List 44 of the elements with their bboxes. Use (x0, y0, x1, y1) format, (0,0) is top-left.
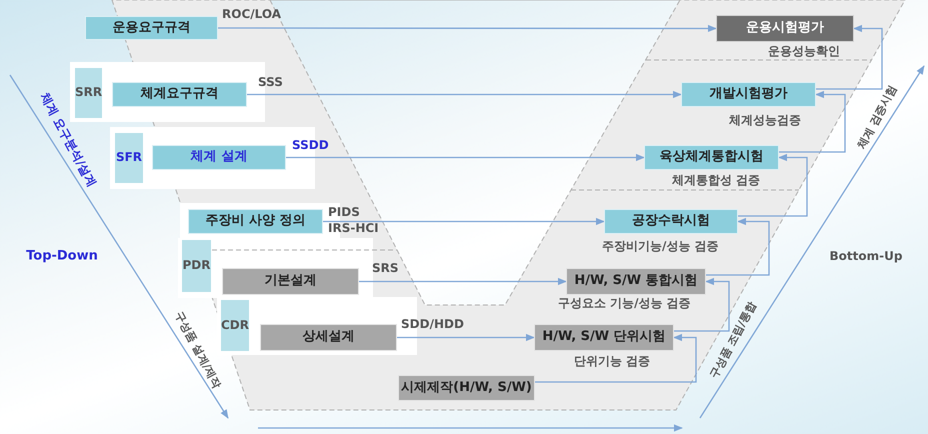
review-tab: CDR (221, 300, 249, 351)
process-box: H/W, S/W 통합시험 (566, 268, 706, 295)
arrow (738, 154, 808, 217)
arrow (397, 334, 535, 342)
phase-label: Top-Down (26, 248, 98, 264)
beside-label: PIDS (328, 206, 360, 219)
process-box: 운용요구규격 (85, 16, 218, 40)
process-box: 개발시험평가 (681, 82, 816, 107)
beside-label: SSS (258, 76, 283, 89)
arrow (323, 218, 605, 226)
beside-label: 단위기능 검증 (574, 355, 650, 368)
arrow (706, 218, 770, 276)
process-box: 상세설계 (260, 324, 397, 351)
beside-label: IRS-HCI (328, 222, 379, 235)
arrow (359, 278, 567, 286)
phase-label: Bottom-Up (830, 249, 902, 263)
beside-label: SRS (372, 262, 399, 275)
process-box: 기본설계 (222, 268, 359, 295)
process-box: 체계요구규격 (112, 82, 247, 107)
arrow (816, 24, 883, 90)
beside-label: SSDD (292, 139, 329, 152)
beside-label: ROC/LOA (222, 8, 282, 21)
arrow (779, 90, 846, 153)
arrow (247, 90, 682, 98)
process-box: 운용시험평가 (716, 15, 854, 42)
review-tab: SRR (75, 68, 102, 118)
arrow (535, 334, 697, 383)
process-box: 주장비 사양 정의 (188, 209, 323, 234)
review-tab: PDR (182, 240, 211, 292)
beside-label: 구성요소 기능/성능 검증 (558, 297, 691, 310)
process-box: 공장수락시험 (604, 209, 738, 234)
beside-label: 주장비기능/성능 검증 (602, 240, 719, 253)
process-box: 시제제작(H/W, S/W) (398, 375, 535, 401)
beside-label: 체계성능검증 (729, 114, 801, 127)
process-box: 육상체계통합시험 (644, 145, 779, 170)
process-box: 체계 설계 (152, 145, 286, 170)
process-box: H/W, S/W 단위시험 (534, 324, 674, 351)
arrow (218, 24, 717, 32)
beside-label: SDD/HDD (401, 318, 464, 331)
beside-label: 체계통합성 검증 (672, 174, 760, 187)
arrow (674, 278, 730, 332)
arrow (286, 154, 645, 162)
review-tab: SFR (115, 133, 143, 183)
beside-label: 운용성능확인 (768, 45, 840, 58)
